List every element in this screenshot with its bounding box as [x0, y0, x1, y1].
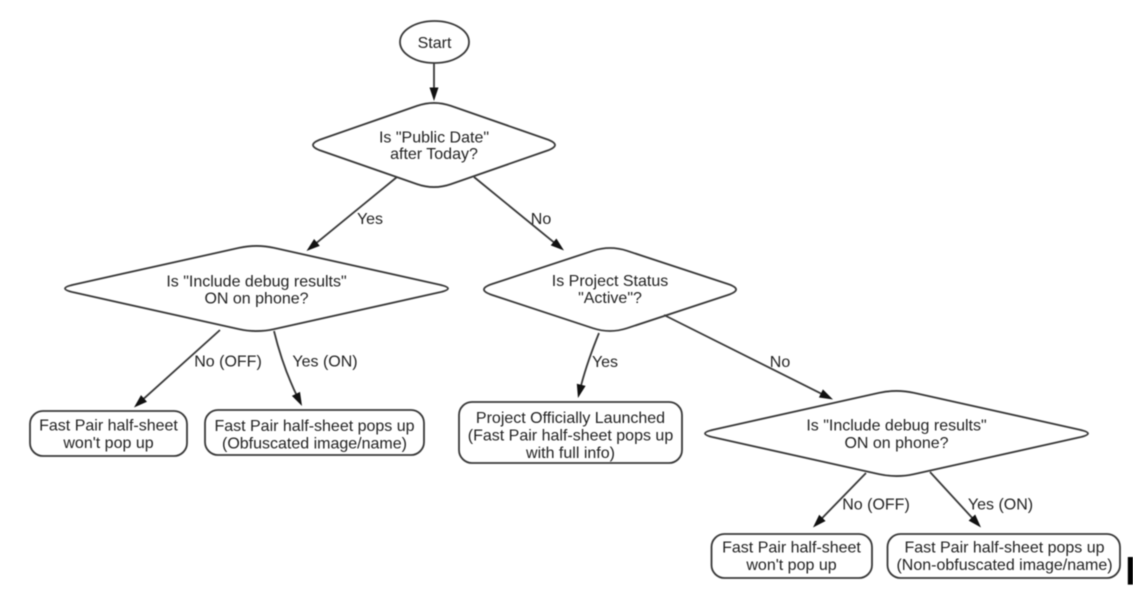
svg-text:won't pop up: won't pop up — [62, 435, 153, 452]
svg-text:No (OFF): No (OFF) — [842, 496, 910, 513]
svg-text:Yes (ON): Yes (ON) — [968, 496, 1033, 513]
svg-text:Is Project Status: Is Project Status — [552, 273, 669, 290]
svg-text:Yes (ON): Yes (ON) — [292, 354, 357, 371]
svg-text:No (OFF): No (OFF) — [194, 354, 262, 371]
svg-text:Fast Pair half-sheet pops up: Fast Pair half-sheet pops up — [904, 540, 1104, 557]
svg-text:Is "Include debug results": Is "Include debug results" — [806, 417, 986, 434]
svg-text:(Non-obfuscated image/name): (Non-obfuscated image/name) — [896, 557, 1112, 574]
svg-text:Yes: Yes — [592, 354, 618, 371]
svg-text:with full info): with full info) — [525, 445, 615, 462]
svg-text:Start: Start — [418, 35, 452, 52]
svg-text:ON on phone?: ON on phone? — [204, 290, 308, 307]
svg-text:Fast Pair half-sheet pops up: Fast Pair half-sheet pops up — [214, 418, 414, 435]
svg-text:Is "Public Date": Is "Public Date" — [379, 130, 489, 147]
svg-text:Project Officially Launched: Project Officially Launched — [476, 410, 665, 427]
svg-text:Yes: Yes — [357, 211, 383, 228]
svg-text:Fast Pair half-sheet: Fast Pair half-sheet — [39, 417, 178, 434]
svg-text:Fast Pair half-sheet: Fast Pair half-sheet — [722, 540, 861, 557]
svg-text:"Active"?: "Active"? — [578, 290, 642, 307]
svg-text:No: No — [770, 354, 791, 371]
svg-text:(Fast Pair half-sheet pops up: (Fast Pair half-sheet pops up — [468, 428, 674, 445]
svg-text:Is "Include debug results": Is "Include debug results" — [166, 273, 346, 290]
svg-text:won't pop up: won't pop up — [745, 557, 836, 574]
svg-text:(Obfuscated image/name): (Obfuscated image/name) — [222, 435, 407, 452]
svg-text:ON on phone?: ON on phone? — [844, 435, 948, 452]
svg-text:No: No — [531, 211, 552, 228]
svg-text:after Today?: after Today? — [390, 146, 478, 163]
